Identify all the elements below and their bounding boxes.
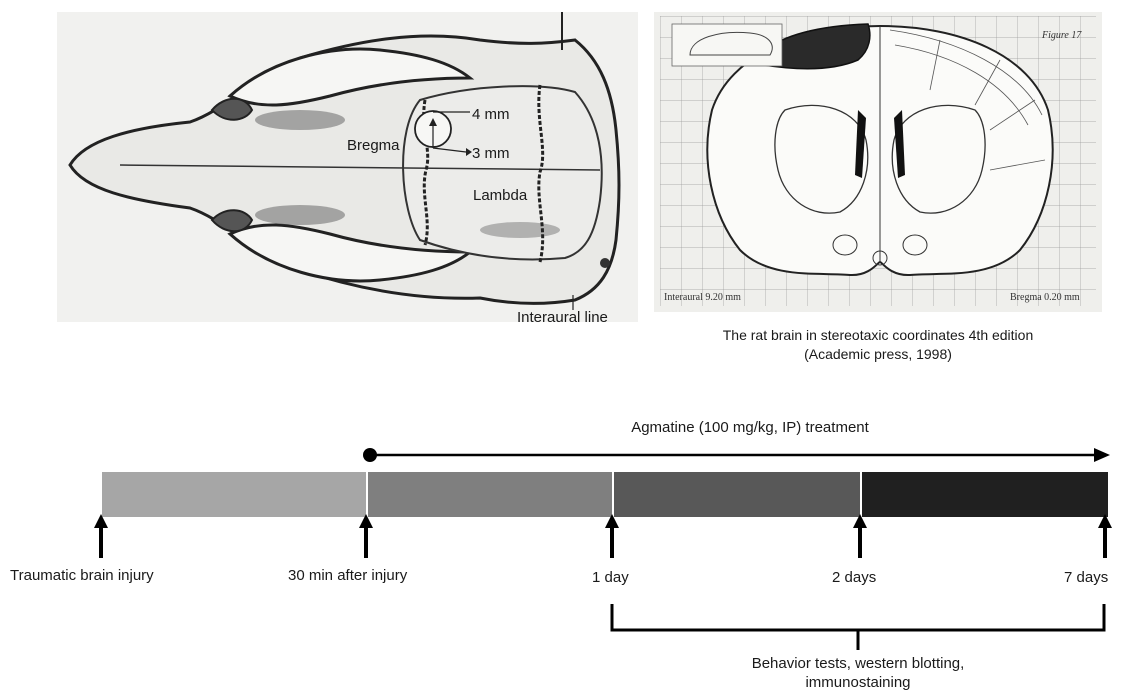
bracket-label-line2: immunostaining	[640, 674, 1076, 691]
bracket-label-line1: Behavior tests, western blotting,	[640, 655, 1076, 672]
